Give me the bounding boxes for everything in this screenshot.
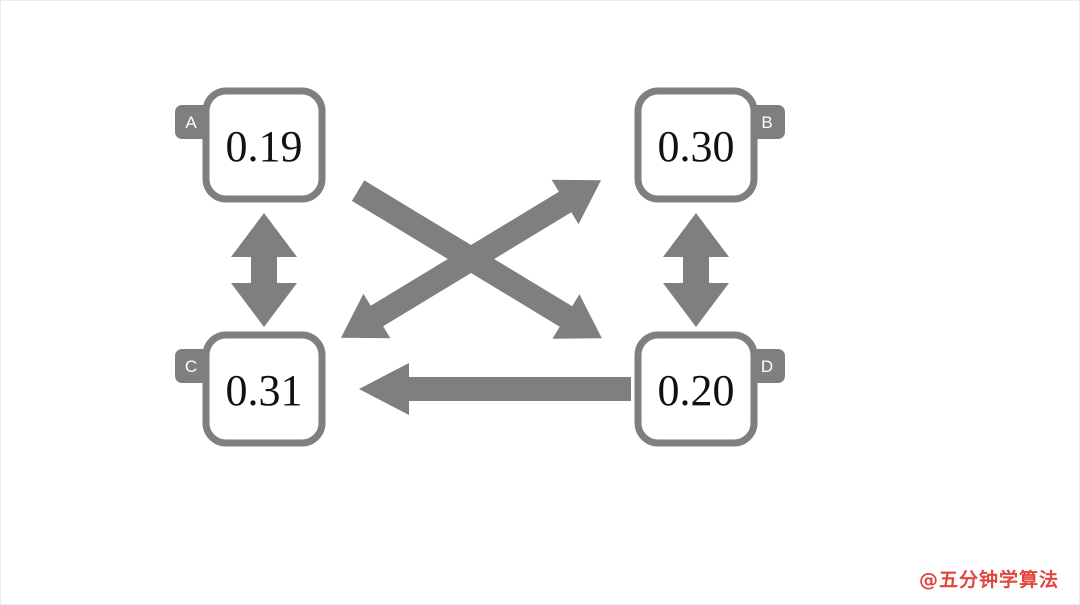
edge-c-b[interactable] [328, 158, 615, 360]
edge-d-c-shape [359, 363, 631, 415]
node-b-box [634, 87, 758, 203]
node-layer: 0.19 0.30 0.31 0.20 [202, 87, 758, 447]
node-c-value: 0.31 [226, 366, 303, 415]
node-a-value: 0.19 [226, 122, 303, 171]
edge-b-d[interactable] [663, 213, 729, 327]
node-b-value: 0.30 [658, 122, 735, 171]
edge-b-d-shape [663, 213, 729, 327]
node-b[interactable]: 0.30 [634, 87, 758, 203]
node-d-value: 0.20 [658, 366, 735, 415]
node-c-box [202, 331, 326, 447]
edge-c-b-shape [340, 179, 602, 339]
node-a[interactable]: 0.19 [202, 87, 326, 203]
edge-a-c-shape [231, 213, 297, 327]
edge-layer [231, 158, 729, 415]
node-d-box [634, 331, 758, 447]
node-c[interactable]: 0.31 [202, 331, 326, 447]
node-tab-c-letter: C [185, 357, 197, 376]
node-a-box [202, 87, 326, 203]
watermark-text: @五分钟学算法 [918, 569, 1059, 591]
node-tab-b-letter: B [761, 113, 772, 132]
edge-a-c[interactable] [231, 213, 297, 327]
node-tab-a-letter: A [185, 113, 197, 132]
node-d[interactable]: 0.20 [634, 331, 758, 447]
edge-d-c[interactable] [359, 363, 631, 415]
node-tab-d-letter: D [761, 357, 773, 376]
